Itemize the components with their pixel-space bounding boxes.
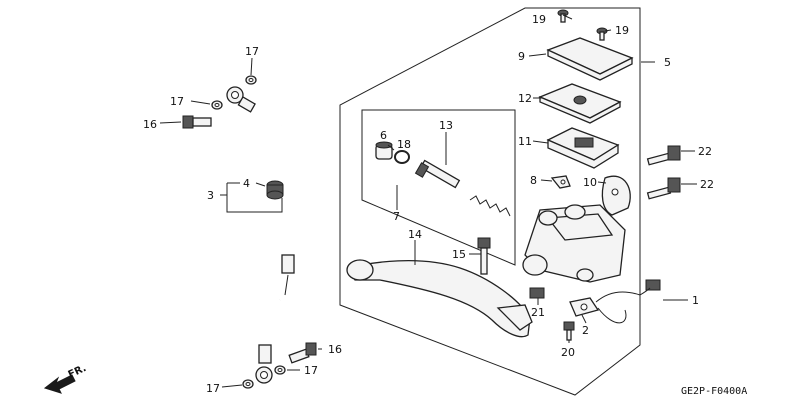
master-cylinder-holder (601, 175, 631, 216)
callout-1: 1 (692, 294, 699, 307)
sealing-washer-17a (245, 75, 257, 85)
piston-spring (469, 195, 511, 217)
hose-clip (550, 175, 571, 189)
hose-clamp (266, 180, 284, 200)
leader-lines (159, 14, 697, 388)
piston (414, 159, 461, 189)
callout-10: 10 (583, 176, 597, 189)
oil-bolt-upper (182, 115, 212, 129)
diagram-code: GE2P-F0400A (681, 386, 747, 397)
switch-screw (563, 321, 575, 341)
callout-2: 2 (582, 324, 589, 337)
callout-15: 15 (452, 248, 466, 261)
callout-17-top: 17 (245, 45, 259, 58)
callout-22-lower: 22 (700, 178, 714, 191)
banjo-fitting-upper (226, 86, 256, 113)
diaphragm (546, 127, 620, 169)
callout-12: 12 (518, 92, 532, 105)
direction-label: FR. (67, 363, 88, 381)
holder-bolt-lower (646, 177, 681, 200)
holder-bolt-upper (646, 145, 681, 166)
sealing-washer-17c (274, 365, 286, 375)
callout-16-lower: 16 (328, 343, 342, 356)
banjo-fitting-lower (255, 366, 273, 384)
callout-18: 18 (397, 138, 411, 151)
callout-17-upper-left: 17 (170, 95, 184, 108)
sealing-washer-17d (242, 379, 254, 389)
callout-7: 7 (393, 210, 400, 223)
callout-20: 20 (561, 346, 575, 359)
callout-19-left: 19 (532, 13, 546, 26)
callout-17-bottom: 17 (206, 382, 220, 395)
callout-11: 11 (518, 135, 532, 148)
master-cylinder-assembly-outline (339, 7, 641, 396)
switch-wire-harness (595, 279, 661, 324)
brake-hose (239, 97, 297, 364)
master-cylinder-body (522, 204, 626, 283)
piston-kit-outline (361, 109, 516, 266)
sealing-washer-17b (211, 100, 223, 110)
front-direction-arrow (43, 374, 76, 394)
callout-22-upper: 22 (698, 145, 712, 158)
callout-17-lower-right: 17 (304, 364, 318, 377)
callout-3: 3 (207, 189, 214, 202)
cap-screw-19b (596, 27, 608, 41)
reservoir-cap (546, 37, 634, 81)
cap-screw-19a (557, 9, 569, 23)
callout-6: 6 (380, 129, 387, 142)
brake-lever (346, 259, 533, 338)
diaphragm-plate (538, 83, 622, 124)
circlip (394, 150, 410, 164)
callout-13: 13 (439, 119, 453, 132)
piston-boot (375, 141, 393, 160)
callout-5: 5 (664, 56, 671, 69)
callout-9: 9 (518, 50, 525, 63)
callout-4: 4 (243, 177, 250, 190)
callout-19-right: 19 (615, 24, 629, 37)
lever-pivot-bolt (477, 237, 491, 275)
lever-pivot-nut (529, 287, 545, 299)
oil-bolt-lower (288, 342, 317, 364)
brake-light-switch (569, 297, 600, 317)
callout-8: 8 (530, 174, 537, 187)
callout-14: 14 (408, 228, 422, 241)
callout-16-upper: 16 (143, 118, 157, 131)
callout-21: 21 (531, 306, 545, 319)
